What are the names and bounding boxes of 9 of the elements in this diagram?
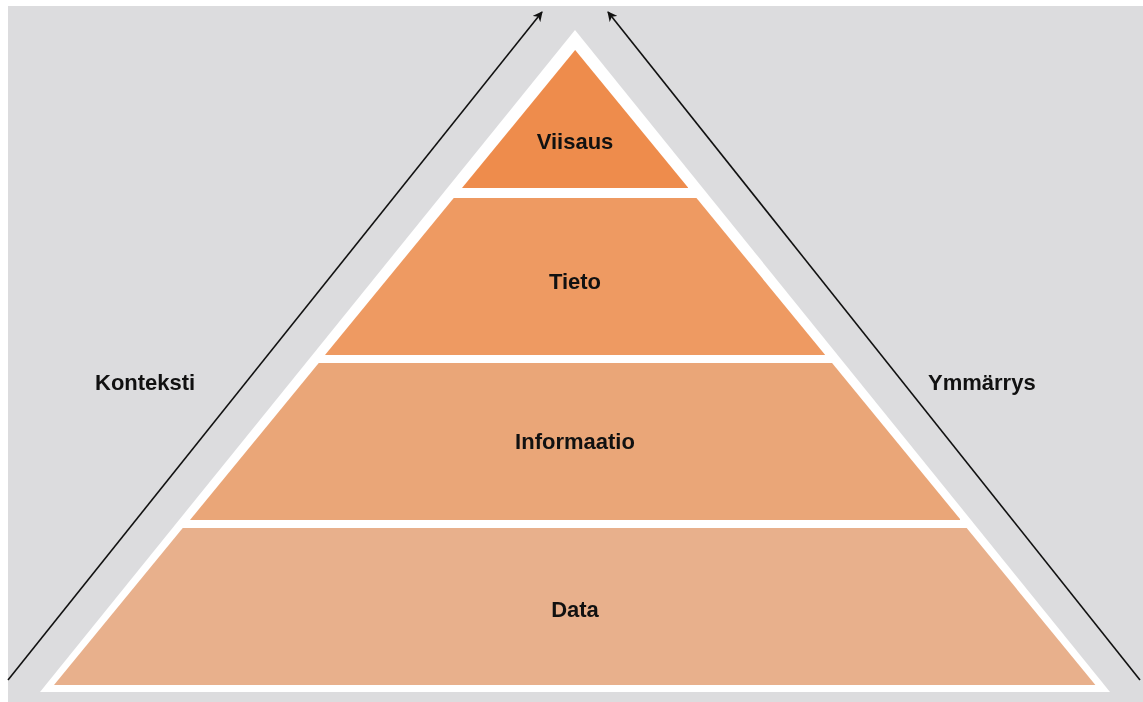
pyramid-top-triangle <box>461 50 689 188</box>
pyramid-band <box>324 198 826 355</box>
level-label: Data <box>550 597 600 623</box>
axis-label: Ymmärrys <box>928 370 1036 396</box>
level-label: Tieto <box>547 269 603 295</box>
level-label: Viisaus <box>535 129 615 155</box>
level-label: Informaatio <box>514 429 636 455</box>
pyramid-base-band <box>54 528 1096 685</box>
axis-label: Konteksti <box>95 370 196 396</box>
